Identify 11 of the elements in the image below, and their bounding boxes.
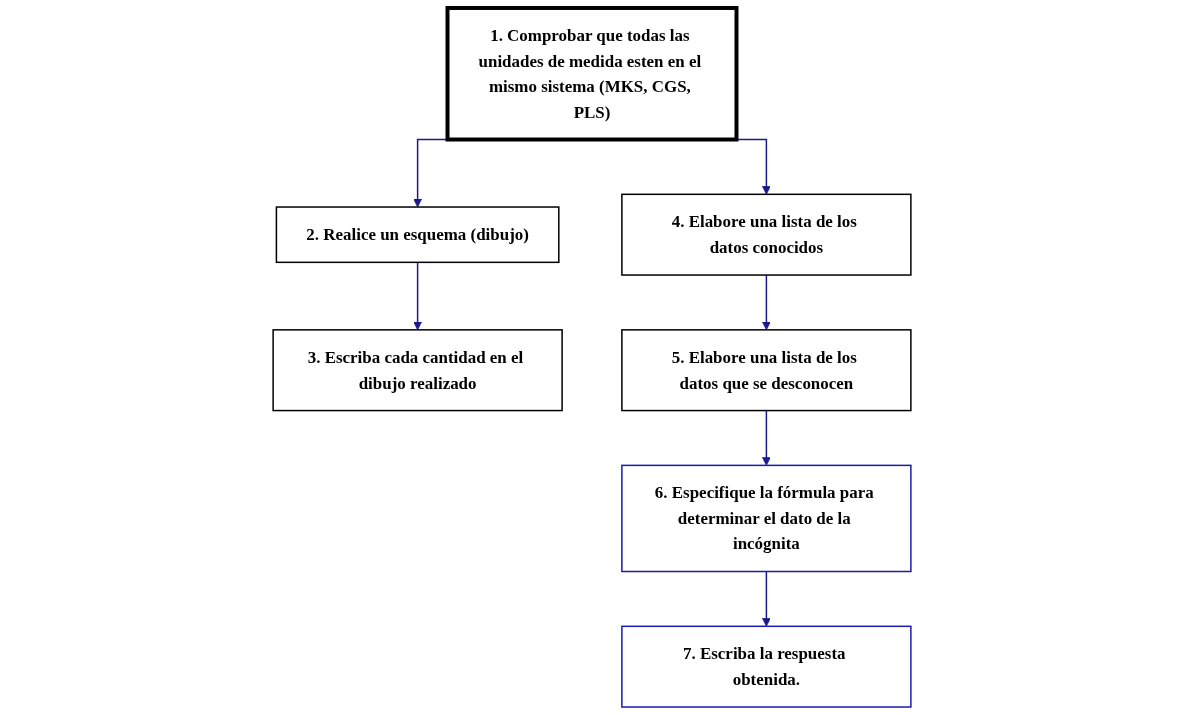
node-box: 7. Escriba la respuesta obtenida. [620, 625, 912, 708]
node-box: 3. Escriba cada cantidad en el dibujo realizado [271, 329, 563, 412]
arrow [412, 261, 422, 331]
node-box: 4. Elabore una lista de los datos conocidos [620, 193, 912, 276]
arrow [761, 409, 771, 466]
node-box: 6. Especifique la fórmula para determinar el dato de la incógnita [620, 464, 912, 573]
node-box: 5. Elabore una lista de los datos que se desconocen [620, 329, 912, 412]
node-box: 1. Comprobar que todas las unidades de medida esten en el mismo sistema (MKS, CGS, PLS) [445, 5, 738, 142]
arrow [761, 570, 771, 627]
node-box: 2. Realice un esquema (dibujo) [275, 206, 560, 264]
arrow [761, 274, 771, 331]
